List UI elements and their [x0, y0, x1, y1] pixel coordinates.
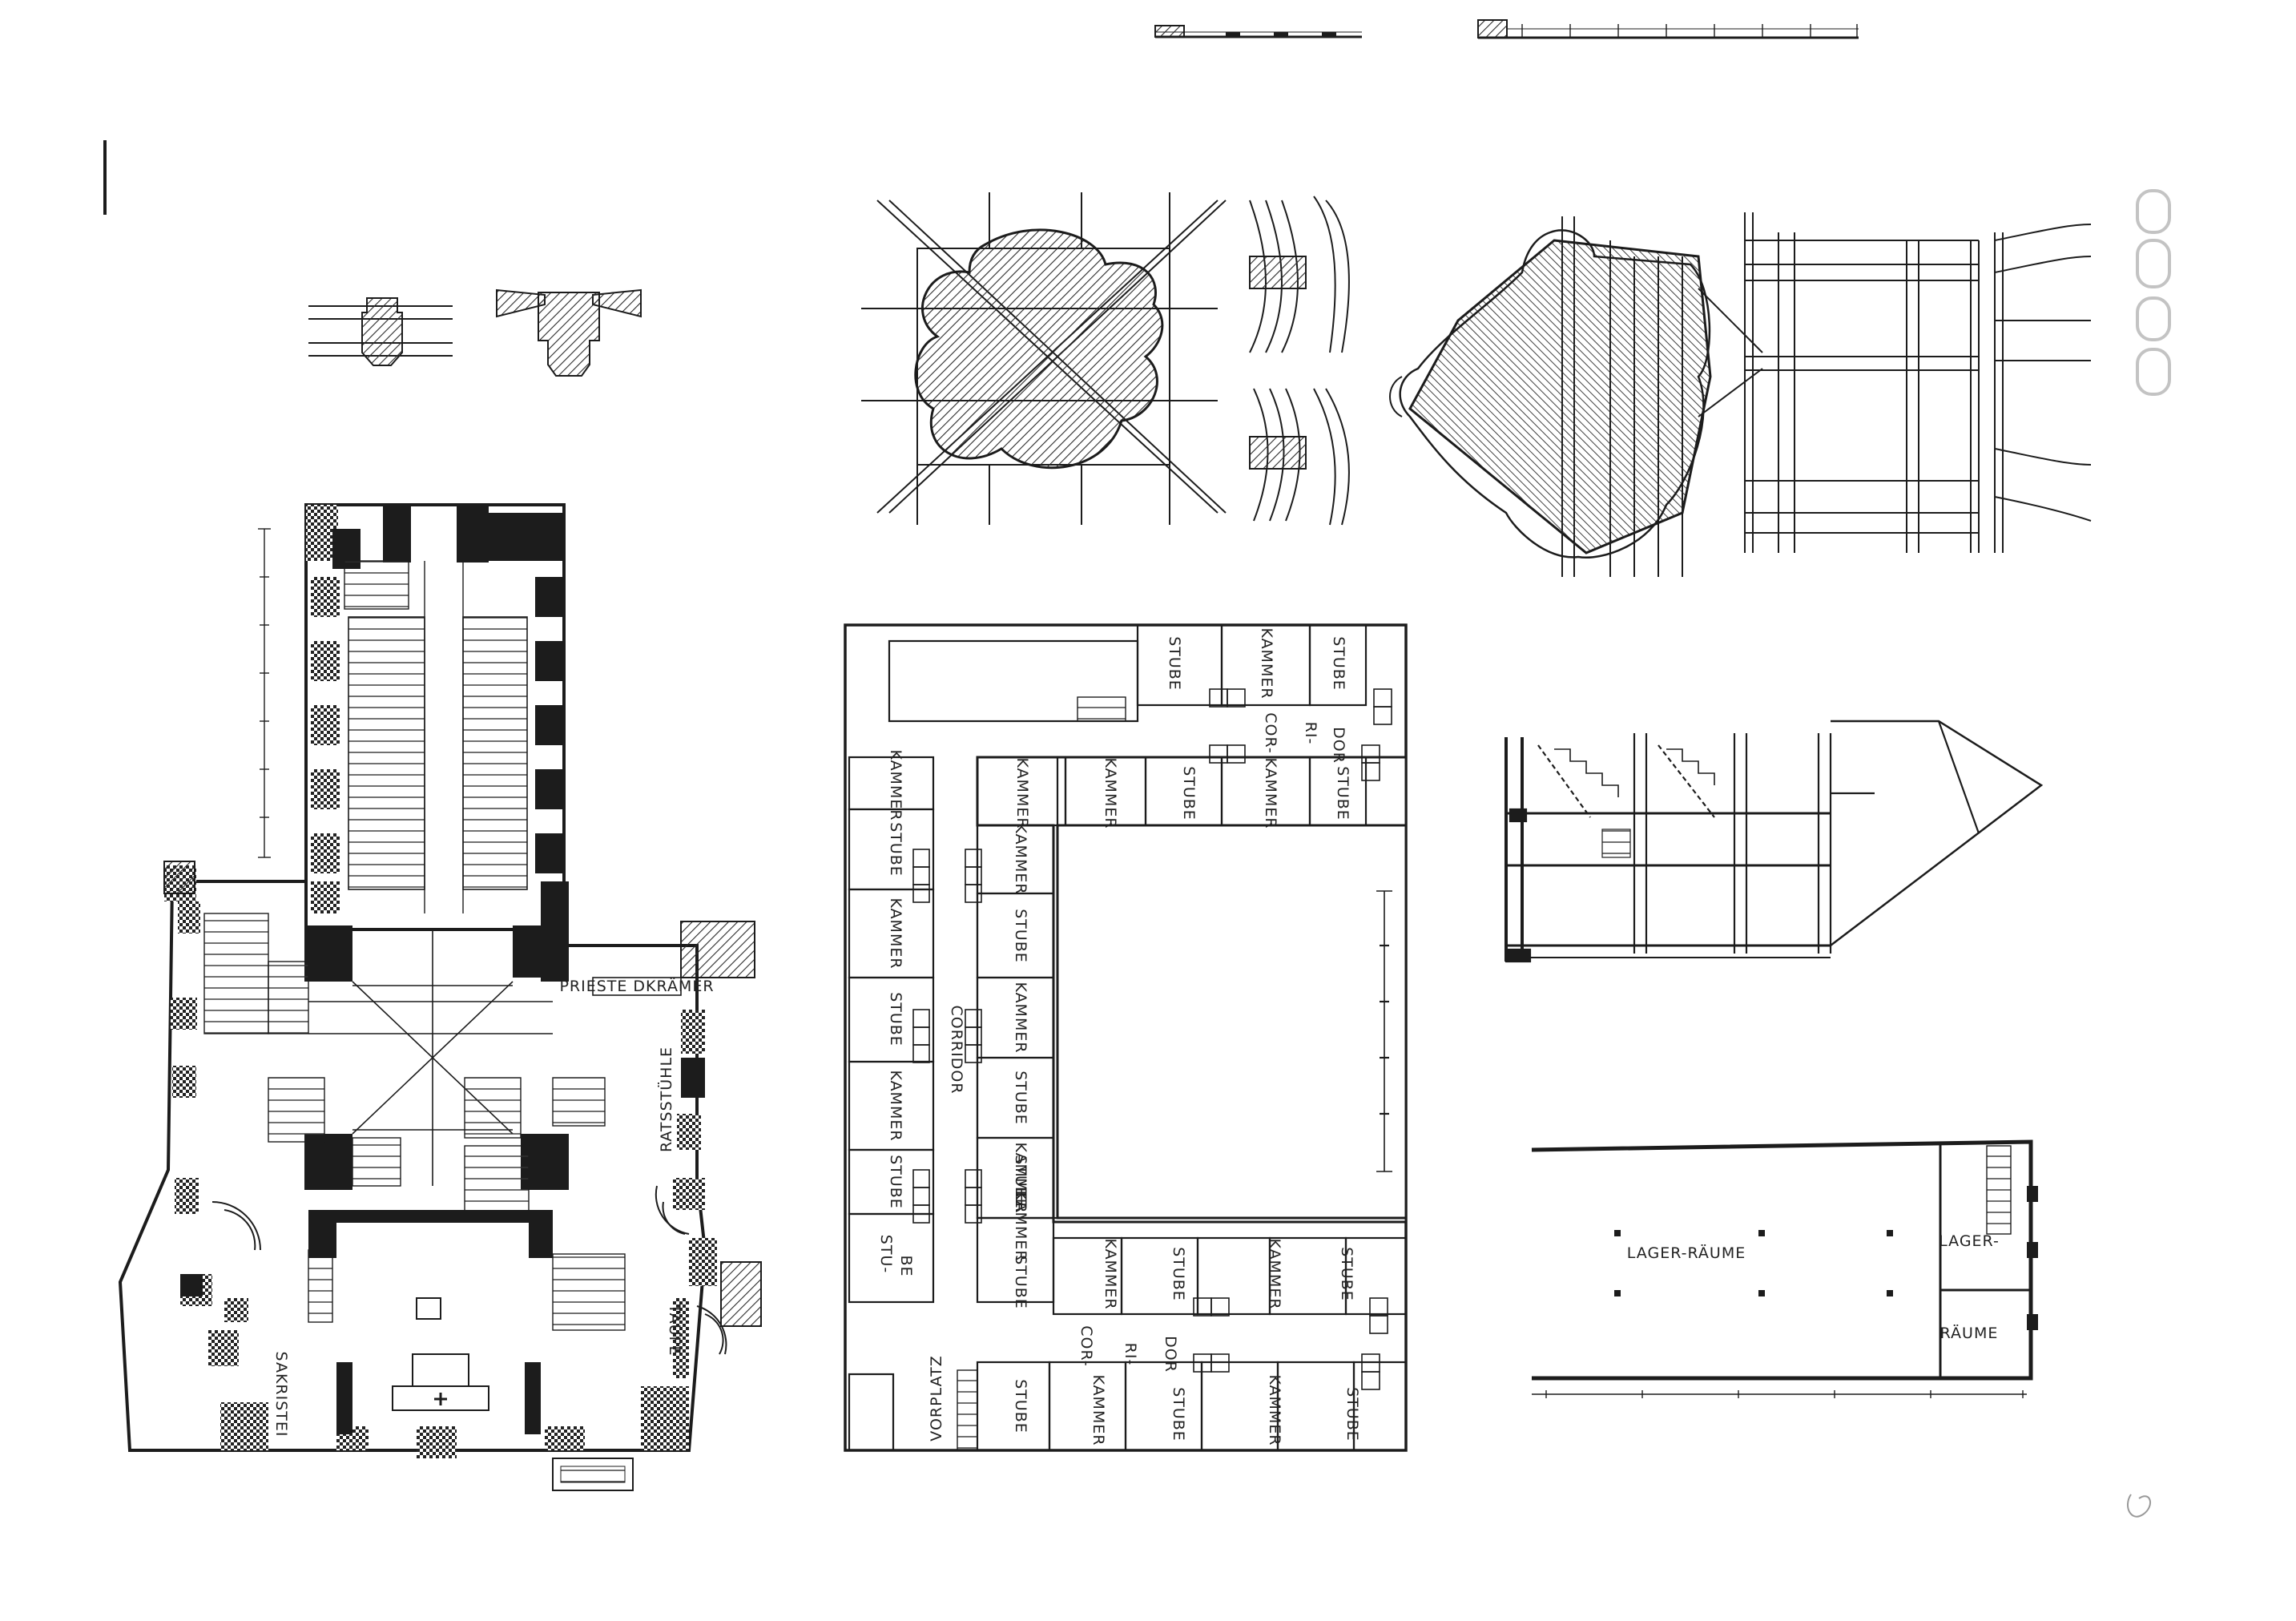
- label-kammer: KAMMER: [887, 1070, 904, 1141]
- church-floor-plan: PRIESTE DKRÄMER RATSSTÜHLE SAKRISTEI TAU…: [118, 503, 762, 1491]
- label-dor: DOR: [1330, 727, 1347, 764]
- label-kammer: KAMMER: [1012, 823, 1029, 894]
- label-kammer: KAMMER: [1013, 757, 1031, 829]
- label-be: BE: [897, 1255, 915, 1276]
- altar: [392, 1297, 489, 1411]
- wall-section-detail-1: [308, 297, 453, 366]
- label-kammer: KAMMER: [1258, 627, 1275, 699]
- label-stu: STU-: [877, 1235, 895, 1273]
- label-stube: STUBE: [1334, 766, 1351, 821]
- label-cor: COR-: [1078, 1325, 1095, 1367]
- label-kammer: KAMMER: [1012, 1190, 1029, 1261]
- wall-section-detail-2: [496, 288, 642, 377]
- label-kammer: KAMMER: [887, 897, 904, 969]
- label-stube: STUBE: [887, 992, 904, 1046]
- label-kammer: KAMMER: [1012, 1142, 1029, 1213]
- label-lager-main: LAGER-RÄUME: [1627, 1244, 1746, 1262]
- label-corridor: CORRIDOR: [948, 1005, 965, 1094]
- column-elevation: [1744, 212, 2092, 553]
- label-kammer: KAMMER: [1102, 1238, 1119, 1309]
- label-sakristei: SAKRISTEI: [272, 1352, 290, 1438]
- warehouse-plan: [1531, 1139, 2038, 1398]
- label-stube: STUBE: [1330, 636, 1347, 691]
- label-priest: PRIESTE DKRÄMER: [559, 977, 714, 995]
- courtyard-labels: STUBE KAMMER STUBE COR- RI- DOR KAMMER K…: [877, 627, 1361, 1446]
- label-kammer: KAMMER: [1266, 1238, 1283, 1309]
- label-cor: COR-: [1262, 712, 1279, 754]
- label-vorplatz: VORPLATZ: [928, 1355, 945, 1441]
- label-taufe: TAUFE: [666, 1304, 683, 1357]
- label-stube: STUBE: [1343, 1387, 1361, 1442]
- label-dor: DOR: [1162, 1336, 1179, 1373]
- top-scale-bar-large: [1477, 19, 1859, 39]
- label-kammer: KAMMER: [887, 749, 904, 821]
- cross-icon: [434, 1393, 447, 1405]
- label-ri: RI-: [1122, 1343, 1139, 1366]
- label-stube: STUBE: [1012, 1155, 1029, 1209]
- label-stube: STUBE: [1012, 1071, 1029, 1125]
- label-ri: RI-: [1302, 722, 1319, 745]
- top-scale-bar-small: [1154, 25, 1362, 38]
- arch-rib-detail: [1249, 196, 1350, 526]
- label-stube: STUBE: [1012, 909, 1029, 963]
- label-kammer: KAMMER: [1266, 1374, 1283, 1446]
- cusped-pillar-plan: [1389, 216, 1763, 577]
- building-section: [1504, 720, 2044, 963]
- label-stube: STUBE: [1170, 1387, 1187, 1442]
- label-stube: STUBE: [1166, 636, 1183, 691]
- label-kammer: KAMMER: [1012, 982, 1029, 1053]
- label-rats: RATSSTÜHLE: [657, 1046, 675, 1152]
- label-kammer: KAMMER: [1090, 1374, 1107, 1446]
- quatrefoil-pillar-plan: [861, 192, 1227, 525]
- label-stube: STUBE: [1338, 1247, 1355, 1301]
- archive-stamp-icon: [2136, 189, 2171, 396]
- label-stube: STUBE: [1012, 1379, 1029, 1433]
- label-stube: STUBE: [887, 1155, 904, 1209]
- label-stube: STUBE: [887, 822, 904, 877]
- label-kammer: KAMMER: [1262, 757, 1279, 829]
- courtyard-building-plan: [844, 623, 1408, 1452]
- label-stube: STUBE: [1170, 1247, 1187, 1301]
- label-kammer: KAMMER: [1102, 757, 1119, 829]
- label-lager-side: LAGER-: [1939, 1232, 2000, 1250]
- pencil-mark: [2127, 1494, 2151, 1518]
- label-stube: STUBE: [1180, 766, 1198, 821]
- label-raume: RÄUME: [1940, 1324, 1999, 1342]
- label-stube: STUBE: [1012, 1255, 1029, 1309]
